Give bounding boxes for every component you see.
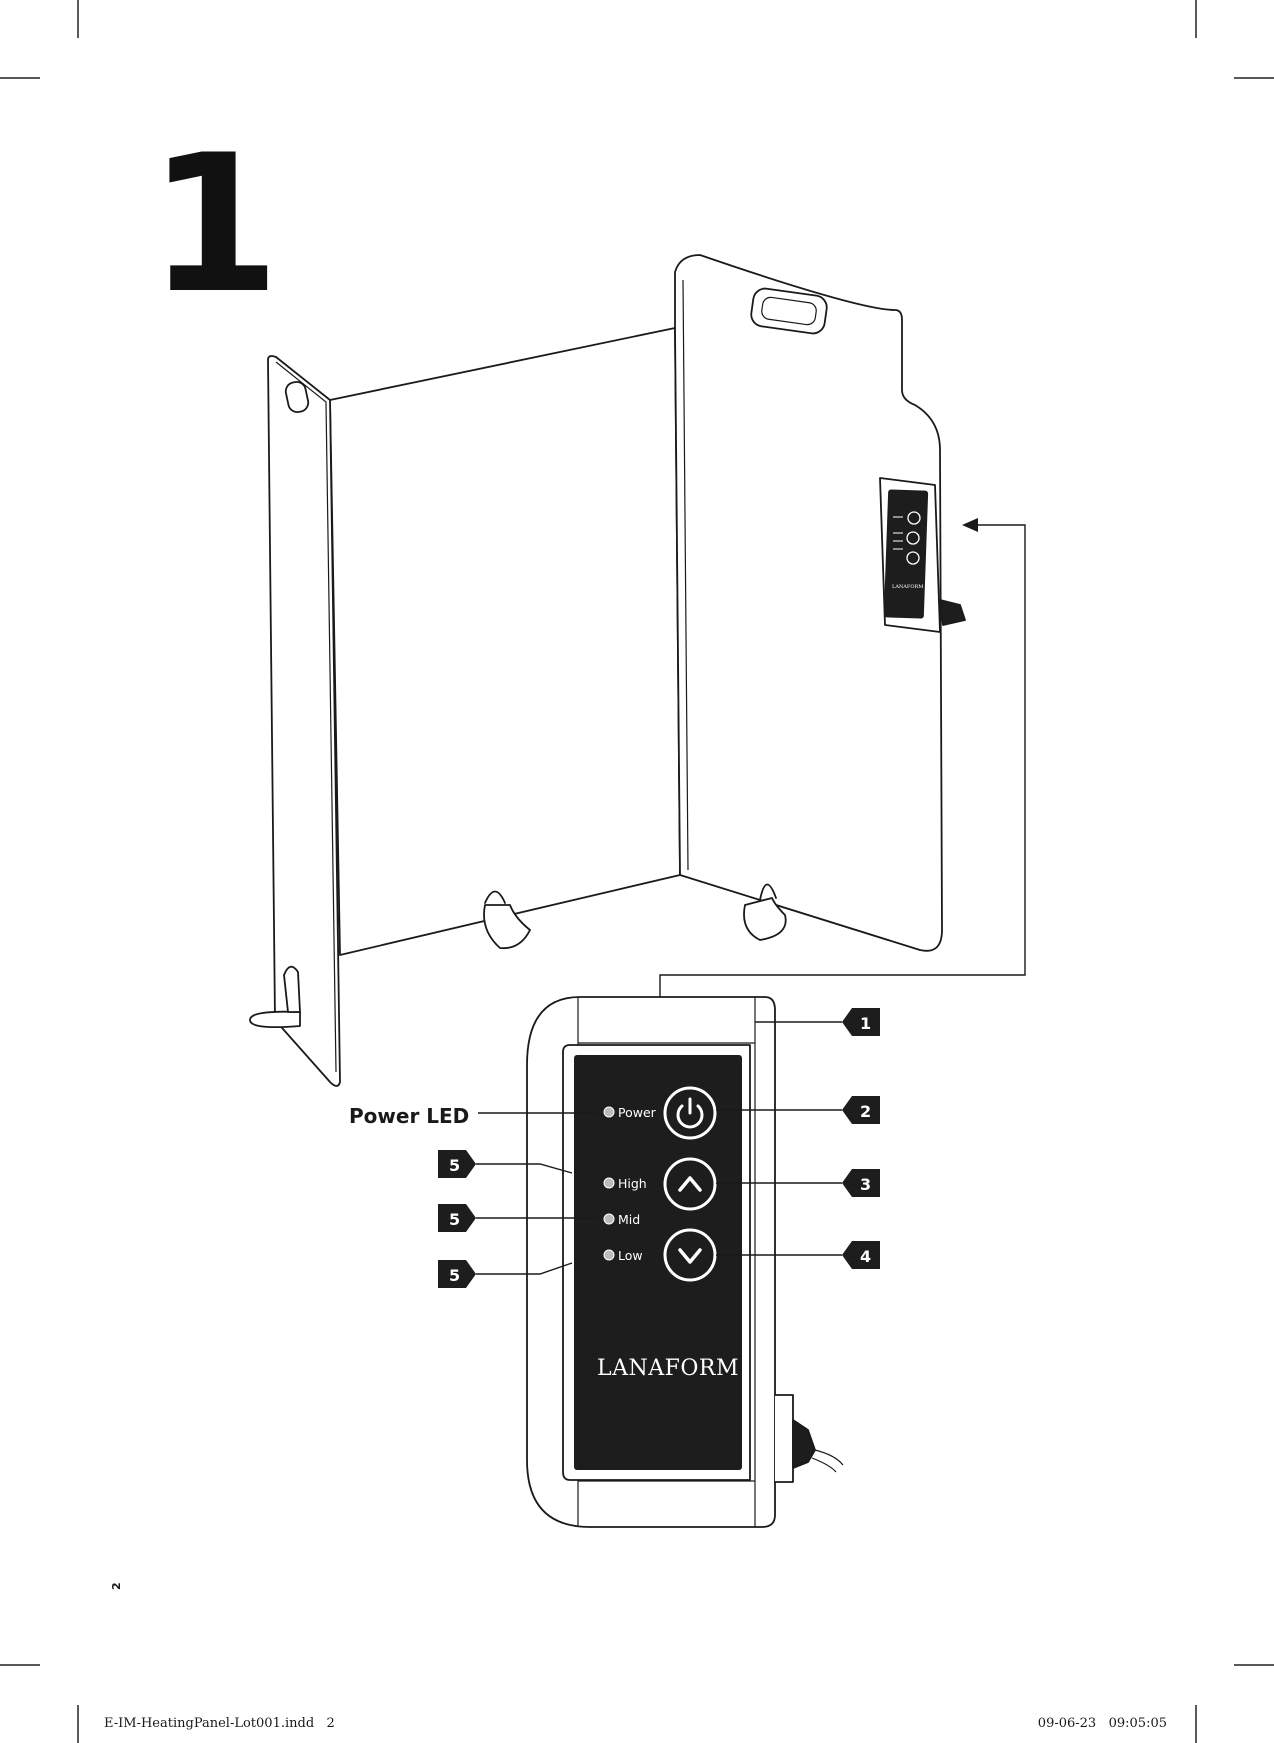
brand-logo: LANAFORM bbox=[597, 1356, 739, 1381]
file-info: E-IM-HeatingPanel-Lot001.indd 2 bbox=[104, 1716, 335, 1731]
svg-text:5: 5 bbox=[449, 1266, 460, 1285]
cable-gland bbox=[775, 1395, 843, 1482]
svg-text:3: 3 bbox=[860, 1175, 871, 1194]
print-timestamp: 09-06-23 09:05:05 bbox=[1038, 1716, 1167, 1731]
svg-text:Mid: Mid bbox=[618, 1212, 640, 1227]
control-face bbox=[574, 1055, 742, 1470]
page-marker: 2 bbox=[110, 1582, 123, 1590]
svg-text:5: 5 bbox=[449, 1156, 460, 1175]
heater-illustration: LANAFORM bbox=[250, 255, 965, 1086]
svg-text:5: 5 bbox=[449, 1210, 460, 1229]
svg-text:High: High bbox=[618, 1176, 647, 1191]
power-led-label: Power LED bbox=[349, 1104, 469, 1128]
svg-text:4: 4 bbox=[860, 1247, 871, 1266]
mini-brand: LANAFORM bbox=[892, 584, 923, 590]
svg-text:1: 1 bbox=[860, 1014, 871, 1033]
control-panel-detail: Power High Mid Low bbox=[527, 997, 843, 1527]
svg-text:2: 2 bbox=[860, 1102, 871, 1121]
step-number: 1 bbox=[148, 114, 280, 335]
svg-text:Power: Power bbox=[618, 1105, 657, 1120]
svg-text:Low: Low bbox=[618, 1248, 643, 1263]
